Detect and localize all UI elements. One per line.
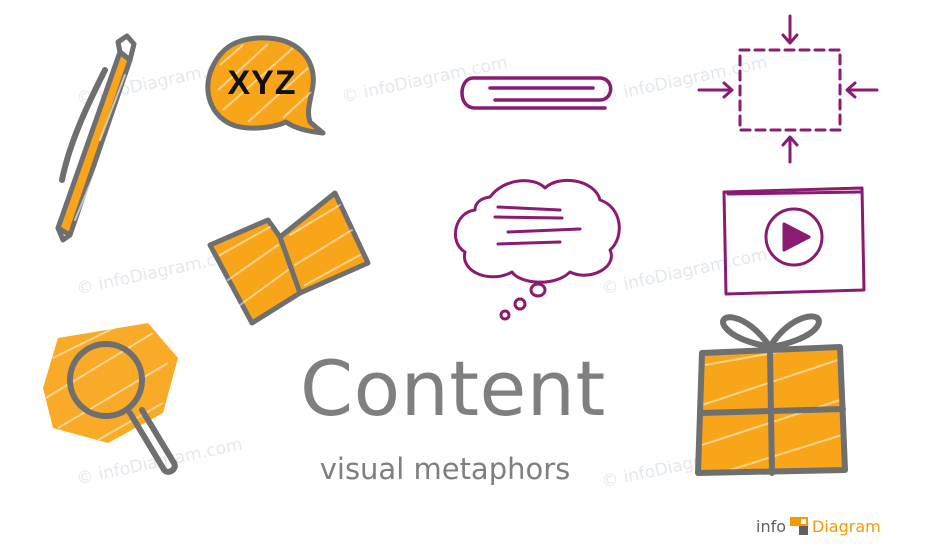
page-subtitle: visual metaphors	[319, 452, 571, 486]
brand-text-info: info	[756, 516, 787, 536]
gift-box-icon	[695, 313, 848, 476]
thought-cloud-icon	[454, 178, 621, 321]
open-book-icon	[207, 190, 371, 326]
brand-logo: info Diagram	[756, 515, 881, 537]
brand-mark-icon	[790, 517, 809, 535]
paperclip-icon	[460, 76, 613, 110]
page-title: Content	[300, 344, 606, 433]
magnifier-icon	[43, 323, 178, 475]
video-play-icon	[722, 186, 866, 296]
pen-icon	[55, 33, 137, 243]
speech-bubble-icon	[205, 35, 326, 136]
resize-frame-icon	[697, 14, 879, 164]
brand-text-diagram: Diagram	[812, 516, 881, 536]
speech-bubble-text: XYZ	[227, 64, 297, 102]
